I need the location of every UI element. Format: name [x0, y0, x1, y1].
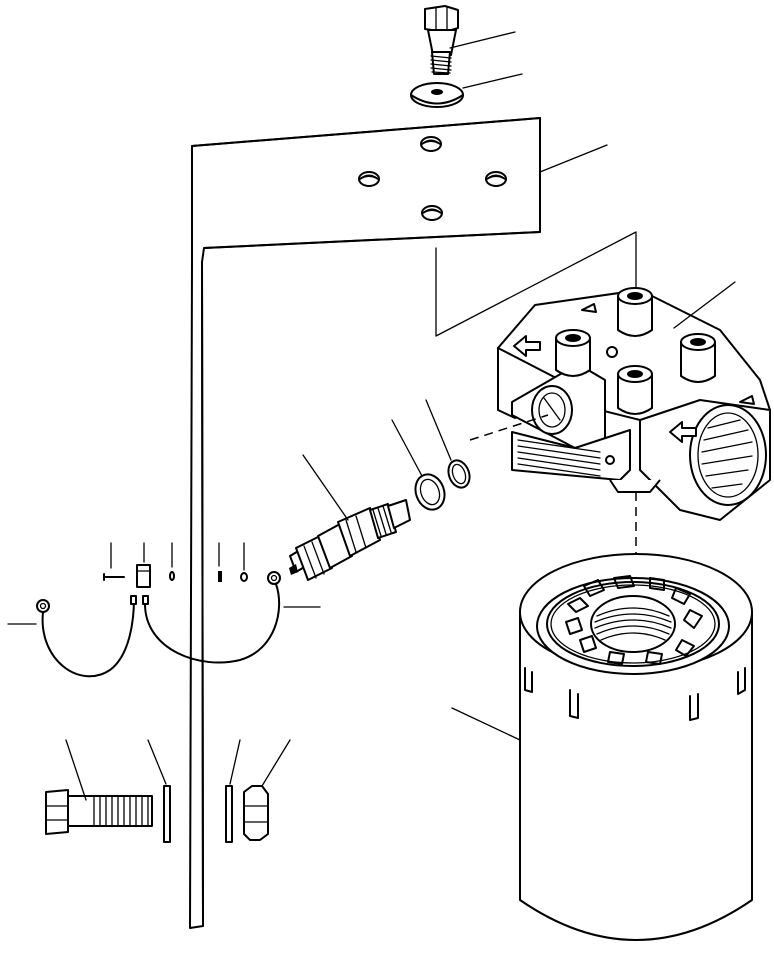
- mount-reference-lines: [435, 231, 637, 337]
- washer-lower-right: [225, 739, 241, 843]
- mounting-bracket: [189, 117, 541, 929]
- hex-nut: [243, 739, 291, 841]
- bolt-lower: [45, 739, 153, 835]
- washer-lower-left: [147, 739, 171, 843]
- leader-o-rings: [391, 399, 452, 477]
- pressure-switch: [289, 499, 411, 581]
- leader-pressure-switch: [302, 454, 349, 521]
- bolt-top: [424, 5, 459, 75]
- leader-lines-top: [449, 31, 608, 173]
- washer-top: [410, 82, 464, 108]
- o-ring-small: [447, 459, 471, 489]
- filter-head: [497, 287, 771, 521]
- leader-filter-head: [673, 281, 736, 329]
- leader-filter-cartridge: [451, 707, 521, 741]
- filter-cartridge: [519, 553, 753, 941]
- connector-kit: [103, 542, 248, 588]
- o-ring-large: [414, 473, 446, 511]
- wire-harness: [7, 571, 321, 678]
